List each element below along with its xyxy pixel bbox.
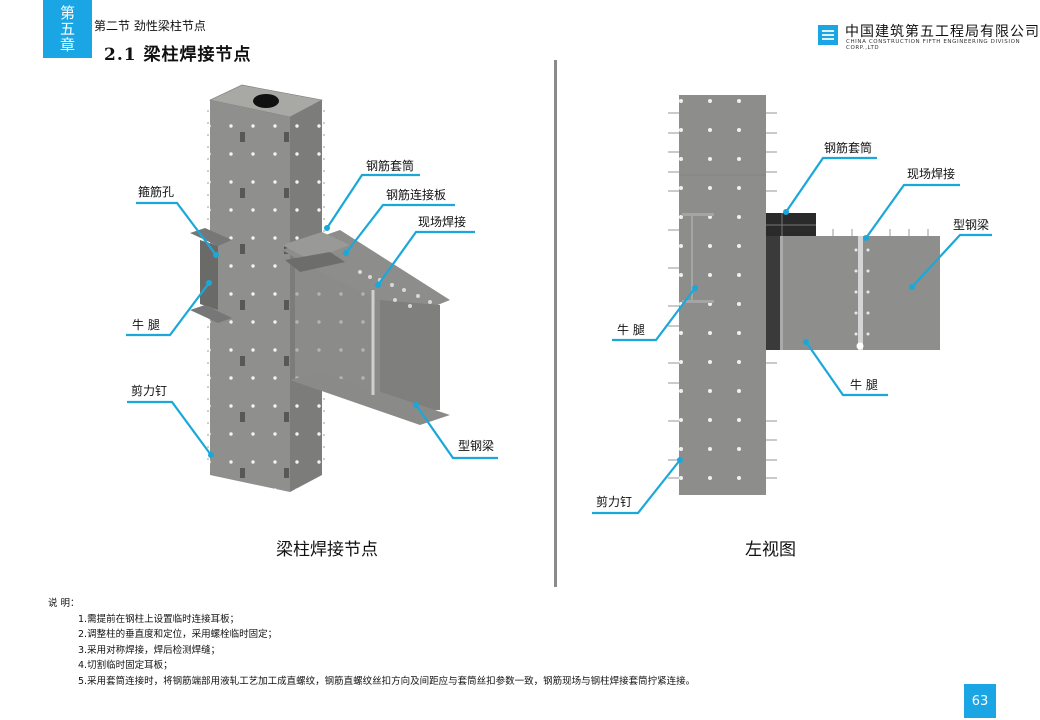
leader-site-weld-left: [377, 230, 475, 286]
leader-steel-beam-right: [911, 233, 992, 288]
company-name-en: CHINA CONSTRUCTION FIFTH ENGINEERING DIV…: [846, 39, 1021, 51]
divider: [554, 60, 557, 587]
chapter-tab-char: 第: [59, 4, 75, 22]
section-label: 第二节 劲性梁柱节点: [94, 19, 206, 33]
leader-sleeve-right: [785, 156, 877, 213]
leader-site-weld-right: [865, 183, 960, 239]
rebar-connection-plate: [282, 232, 350, 260]
note-item: 3.采用对称焊接，焊后检测焊缝；: [78, 644, 221, 656]
label-steel-beam: 型钢梁: [953, 218, 990, 232]
beam-bottom-flange: [290, 372, 450, 425]
label-stirrup-hole: 箍筋孔: [138, 185, 175, 199]
chapter-tab-char: 章: [59, 36, 75, 54]
leader-shear-stud-right: [592, 459, 681, 515]
notes-heading: 说 明：: [48, 598, 80, 609]
leader-dots: [206, 209, 915, 463]
chapter-tab: 第 五 章: [43, 0, 92, 58]
figure-caption: 梁柱焊接节点: [276, 540, 378, 560]
leader-rebar-plate: [345, 203, 455, 254]
beam-side: [766, 236, 940, 350]
label-site-weld: 现场焊接: [418, 215, 467, 229]
notes: 说 明： 1.需提前在钢柱上设置临时连接耳板； 2.调整柱的垂直度和定位，采用螺…: [48, 596, 695, 689]
figure-caption: 左视图: [745, 540, 796, 560]
leader-sleeve-left: [326, 173, 420, 229]
label-sleeve: 钢筋套筒: [366, 159, 415, 173]
side-view-drawing: [668, 95, 940, 495]
chapter-tab-char: 五: [59, 20, 75, 38]
label-steel-beam: 型钢梁: [458, 439, 495, 453]
note-item: 5.采用套筒连接时，将钢筋端部用液轧工艺加工成直螺纹，钢筋直螺纹丝扣方向及间距应…: [78, 675, 696, 687]
note-item: 1.需提前在钢柱上设置临时连接耳板；: [78, 613, 240, 625]
leader-steel-beam-left: [415, 404, 498, 460]
company-name: 中国建筑第五工程局有限公司: [845, 24, 1040, 40]
leader-stirrup-hole: [136, 201, 217, 256]
label-rebar-plate: 钢筋连接板: [386, 188, 447, 202]
leader-lines: [126, 156, 992, 515]
label-corbel: 牛 腿: [617, 323, 645, 337]
label-sleeve: 钢筋套筒: [824, 141, 873, 155]
label-site-weld: 现场焊接: [907, 167, 956, 181]
label-shear-stud: 剪力钉: [596, 495, 633, 509]
label-shear-stud: 剪力钉: [131, 384, 168, 398]
page-title: 2.1 梁柱焊接节点: [104, 45, 252, 65]
column-top-hole: [253, 94, 279, 108]
company-logo-icon: [818, 25, 838, 45]
note-item: 4.切割临时固定耳板；: [78, 660, 173, 671]
label-corbel: 牛 腿: [132, 318, 160, 332]
page-number: 63: [964, 684, 996, 718]
column-isometric-drawing: [190, 84, 450, 492]
leader-corbel-left: [126, 282, 210, 337]
label-corbel: 牛 腿: [850, 378, 878, 392]
note-item: 2.调整柱的垂直度和定位，采用螺栓临时固定；: [78, 629, 278, 640]
leader-shear-stud-left: [127, 400, 212, 456]
leader-corbel-right-left: [612, 287, 696, 342]
leader-corbel-right-bottom: [805, 341, 888, 397]
beam-web-far: [380, 300, 440, 410]
